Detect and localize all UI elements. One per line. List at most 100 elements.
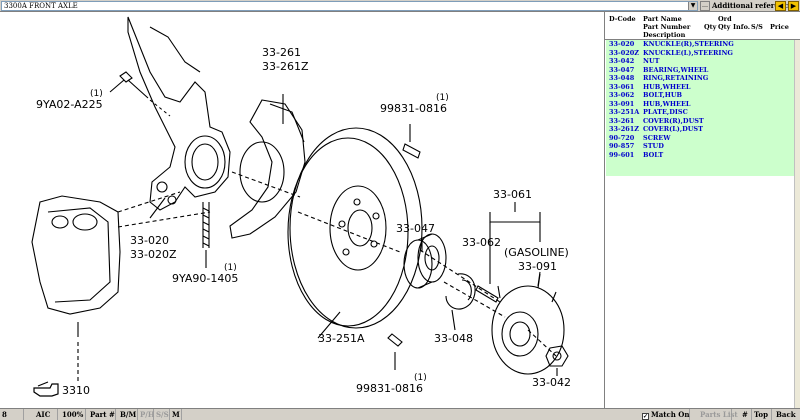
disc-rotor-center (347, 209, 373, 247)
ph-button[interactable]: P/H (140, 409, 155, 420)
label-33-062[interactable]: 33-062 (462, 236, 501, 249)
label-99831-bot[interactable]: 99831-0816 (356, 382, 423, 395)
row-code: 33-251A (609, 108, 640, 116)
diagram-canvas: 33-261 33-261Z (1) 99831-0816 (1) 9YA02-… (31, 16, 571, 397)
checkbox-checked-icon[interactable]: ✓ (642, 413, 649, 420)
bracket-33-061 (489, 212, 541, 223)
row-code: 99-601 (609, 150, 635, 159)
label-33-261z[interactable]: 33-261Z (262, 60, 309, 73)
additional-reference-link[interactable]: Additional reference (712, 1, 793, 10)
label-3310[interactable]: 3310 (62, 384, 90, 397)
label-33-261[interactable]: 33-261 (262, 46, 301, 59)
row-code: 33-091 (609, 99, 635, 108)
zoom-button[interactable]: 100% (60, 409, 86, 420)
hand-pointer-icon[interactable] (33, 381, 59, 397)
dash-knuckle-rotor (231, 171, 301, 198)
dash-rotor-bearing (297, 211, 401, 253)
row-name: BEARING,WHEEL (643, 65, 709, 74)
label-33-091[interactable]: 33-091 (518, 260, 557, 273)
col-dcode: D-Code (609, 15, 636, 23)
parts-list-button[interactable]: Parts List (700, 409, 738, 420)
col-ss: S/S (751, 23, 763, 31)
part-number-button[interactable]: Part # (90, 409, 116, 420)
m-button[interactable]: M (170, 409, 182, 420)
label-33-048[interactable]: 33-048 (434, 332, 473, 345)
number-button[interactable]: 8 (0, 409, 24, 420)
label-33-251a[interactable]: 33-251A (318, 332, 365, 345)
col-info: Info. (733, 23, 751, 31)
hub-nut (545, 345, 569, 367)
aic-button[interactable]: AIC (34, 409, 58, 420)
knuckle-shape (127, 16, 231, 211)
leader-9ya02 (109, 79, 125, 93)
dash-ring-hub (443, 281, 506, 318)
dots-icon[interactable]: … (700, 1, 710, 11)
arrow-right-icon[interactable]: ▶ (788, 1, 799, 11)
label-33-061[interactable]: 33-061 (493, 188, 532, 201)
label-33-020z[interactable]: 33-020Z (130, 248, 177, 261)
disc-hole-3 (370, 240, 378, 248)
hash-button[interactable]: # (740, 409, 752, 420)
caliper-bleed (51, 215, 69, 229)
row-code: 33-020Z (609, 48, 640, 57)
ss-button[interactable]: S/S (156, 409, 170, 420)
col-ord-qty: Qty (718, 23, 731, 31)
label-33-020[interactable]: 33-020 (130, 234, 169, 247)
top-button[interactable]: Top (752, 409, 772, 420)
row-code: 90-720 (609, 133, 635, 142)
chevron-down-icon[interactable]: ▼ (688, 2, 697, 10)
hub-bolt (475, 285, 499, 303)
section-select[interactable]: 3300A FRONT AXLE ▼ (1, 1, 698, 11)
parts-diagram: 33-261 33-261Z (1) 99831-0816 (1) 9YA02-… (0, 12, 604, 408)
match-on-toggle[interactable]: ✓Match On (640, 409, 690, 420)
section-select-value: 3300A FRONT AXLE (4, 2, 78, 10)
arrow-left-icon[interactable]: ◀ (775, 1, 786, 11)
bolt-9ya02-shank (127, 79, 149, 99)
label-99831-top-qty: (1) (436, 93, 449, 103)
row-code: 33-261Z (609, 125, 640, 133)
stud-9ya90-threads (202, 207, 210, 247)
retaining-ring-inner (461, 279, 472, 301)
wheel-hub-studs (497, 271, 557, 303)
row-name: KNUCKLE(L),STEERING (643, 48, 733, 57)
dash-caliper-knuckle-2 (117, 211, 211, 228)
row-code: 90-857 (609, 142, 635, 150)
row-code: 33-020 (609, 40, 635, 48)
bearing-edges (417, 233, 433, 289)
parts-list-panel: D-Code Part Name Part Number Description… (604, 12, 800, 408)
disc-rotor-hat (329, 185, 387, 271)
label-9ya90[interactable]: 9YA90-1405 (172, 272, 238, 285)
parts-table-header: D-Code Part Name Part Number Description… (605, 12, 800, 40)
dash-hub-nut (527, 329, 557, 357)
row-name: NUT (643, 57, 660, 65)
bolt-9ya02-head (119, 71, 133, 83)
label-99831-top[interactable]: 99831-0816 (380, 102, 447, 115)
label-33-047[interactable]: 33-047 (396, 222, 435, 235)
parts-scrollbar[interactable] (794, 40, 800, 408)
label-9ya02[interactable]: 9YA02-A225 (36, 98, 103, 111)
col-ord: Ord (718, 15, 732, 23)
row-name: HUB,WHEEL (643, 82, 691, 91)
wheel-hub-flange (491, 285, 565, 375)
label-33-042[interactable]: 33-042 (532, 376, 571, 389)
col-description: Description (643, 31, 686, 39)
back-button[interactable]: Back (776, 410, 796, 419)
disc-hole-2 (372, 212, 380, 220)
knuckle-bore (184, 135, 226, 189)
bm-button[interactable]: B/M (120, 409, 138, 420)
